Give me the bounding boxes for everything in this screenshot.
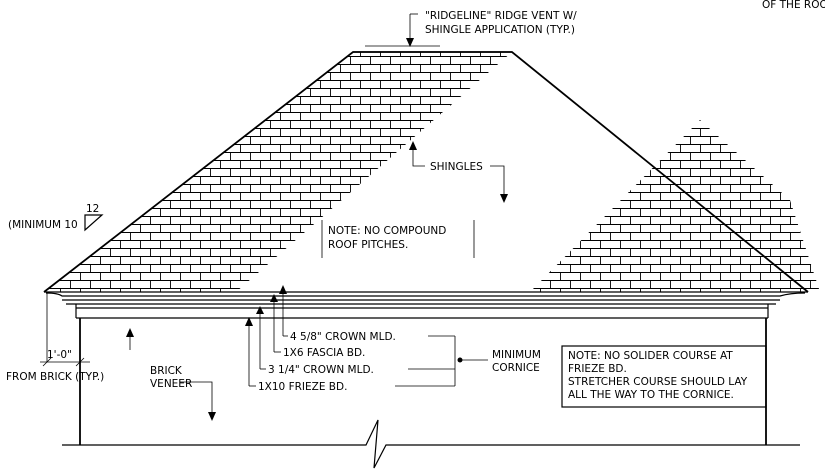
brick-arrow-up — [126, 328, 134, 337]
from-brick-label: FROM BRICK (TYP.) — [6, 371, 104, 383]
crown-molding-small-label: 3 1/4" CROWN MLD. — [268, 364, 374, 376]
cornice-bracket-dot — [457, 357, 463, 363]
brick-veneer-line1: BRICK — [150, 365, 183, 377]
pitch-prefix-label: (MINIMUM 10 — [8, 219, 78, 231]
shingles-leader-right — [490, 165, 505, 196]
pitch-rise-label: 12 — [86, 203, 99, 215]
ridge-vent-arrow — [406, 38, 414, 47]
brick-arrow-down — [208, 412, 216, 421]
pitch-triangle — [84, 214, 104, 232]
crown-molding-profile — [45, 292, 806, 297]
fascia-label: 1X6 FASCIA BD. — [283, 347, 365, 359]
frieze-arrow — [245, 317, 253, 326]
shingles-leader-left — [412, 148, 425, 167]
frieze-label: 1X10 FRIEZE BD. — [258, 381, 347, 393]
ground-line — [62, 419, 800, 469]
roof-note-line1: NOTE: NO COMPOUND — [328, 225, 446, 237]
brick-veneer-line2: VENEER — [150, 378, 192, 390]
brick-leader-right — [180, 381, 213, 414]
crown-lg-arrow — [279, 285, 287, 294]
fascia-arrow — [270, 294, 278, 302]
minimum-cornice-line1: MINIMUM — [492, 349, 541, 361]
cornice-note-line4: ALL THE WAY TO THE CORNICE. — [568, 389, 734, 401]
roof-note-line2: ROOF PITCHES. — [328, 239, 408, 251]
cornice-note-line2: FRIEZE BD. — [568, 363, 627, 375]
cornice-note-line3: STRETCHER COURSE SHOULD LAY — [568, 376, 748, 388]
ridge-vent-label-line1: "RIDGELINE" RIDGE VENT W/ — [425, 10, 577, 22]
shingles-label: SHINGLES — [430, 161, 483, 173]
minimum-cornice-line2: CORNICE — [492, 362, 540, 374]
shingles-arrow-down — [500, 194, 508, 203]
cornice-note-box — [561, 345, 767, 408]
overhang-tick-left — [42, 357, 52, 367]
overhang-dim-label: 1'-0" — [47, 349, 72, 361]
roof-note-clear — [322, 218, 474, 258]
cornice-note-line1: NOTE: NO SOLIDER COURSE AT — [568, 350, 733, 362]
overhang-tick-right — [75, 357, 85, 367]
shingles-arrow-up — [409, 141, 417, 150]
ridge-vent-label-line2: SHINGLE APPLICATION (TYP.) — [425, 24, 575, 36]
corner-cut-note: OF THE ROO — [762, 0, 825, 11]
crown-molding-large-label: 4 5/8" CROWN MLD. — [290, 331, 396, 343]
crown-sm-arrow — [256, 306, 264, 314]
